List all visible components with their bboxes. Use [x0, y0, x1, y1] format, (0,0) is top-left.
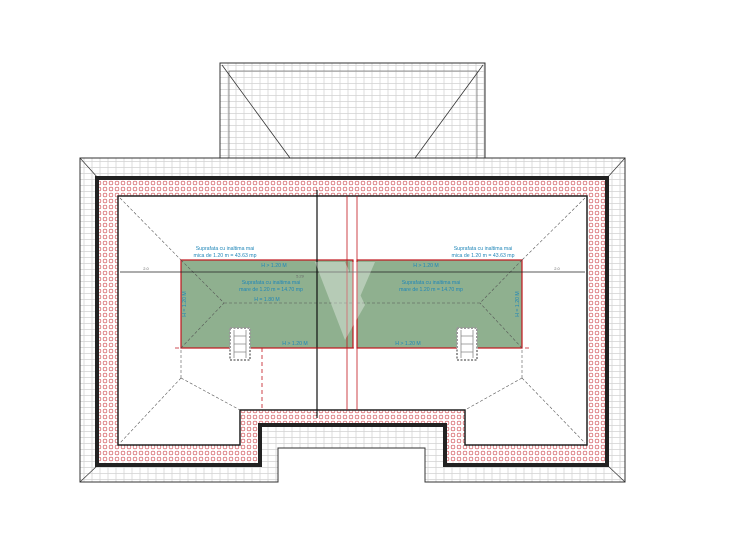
right-h-side: H = 1.20 M	[515, 291, 521, 317]
skylight-right	[456, 327, 478, 361]
dimension-right: 2.0	[554, 266, 560, 271]
right-h-bottom: H > 1.20 M	[395, 341, 421, 347]
left-area-label-2: mica de 1.20 m = 43.63 mp	[193, 253, 256, 259]
left-area-label-1: Suprafata cu inaltima mai	[196, 246, 255, 252]
left-h-ridge: H = 1.80 M	[254, 297, 280, 303]
left-h-side: H = 1.20 M	[182, 291, 188, 317]
green-area-left	[180, 259, 354, 349]
skylight-left	[229, 327, 251, 361]
dimension-center: 5.29	[296, 274, 305, 279]
green-area-right	[356, 259, 523, 349]
right-h-top: H > 1.20 M	[413, 263, 439, 269]
right-area-label-2: mica de 1.20 m = 43.63 mp	[451, 253, 514, 259]
left-h-bottom: H > 1.20 M	[282, 341, 308, 347]
right-green-label-2: mare de 1.20 m = 14.70 mp	[399, 287, 463, 293]
left-green-label-2: mare de 1.20 m = 14.70 mp	[239, 287, 303, 293]
right-area-label-1: Suprafata cu inaltima mai	[454, 246, 513, 252]
upper-roof	[219, 62, 486, 161]
left-h-top: H > 1.20 M	[261, 263, 287, 269]
dimension-left: 2.0	[143, 266, 149, 271]
watermark-logo	[315, 262, 375, 340]
right-green-label-1: Suprafata cu inaltima mai	[402, 280, 461, 286]
hip-lines	[119, 197, 586, 444]
left-green-label-1: Suprafata cu inaltima mai	[242, 280, 301, 286]
